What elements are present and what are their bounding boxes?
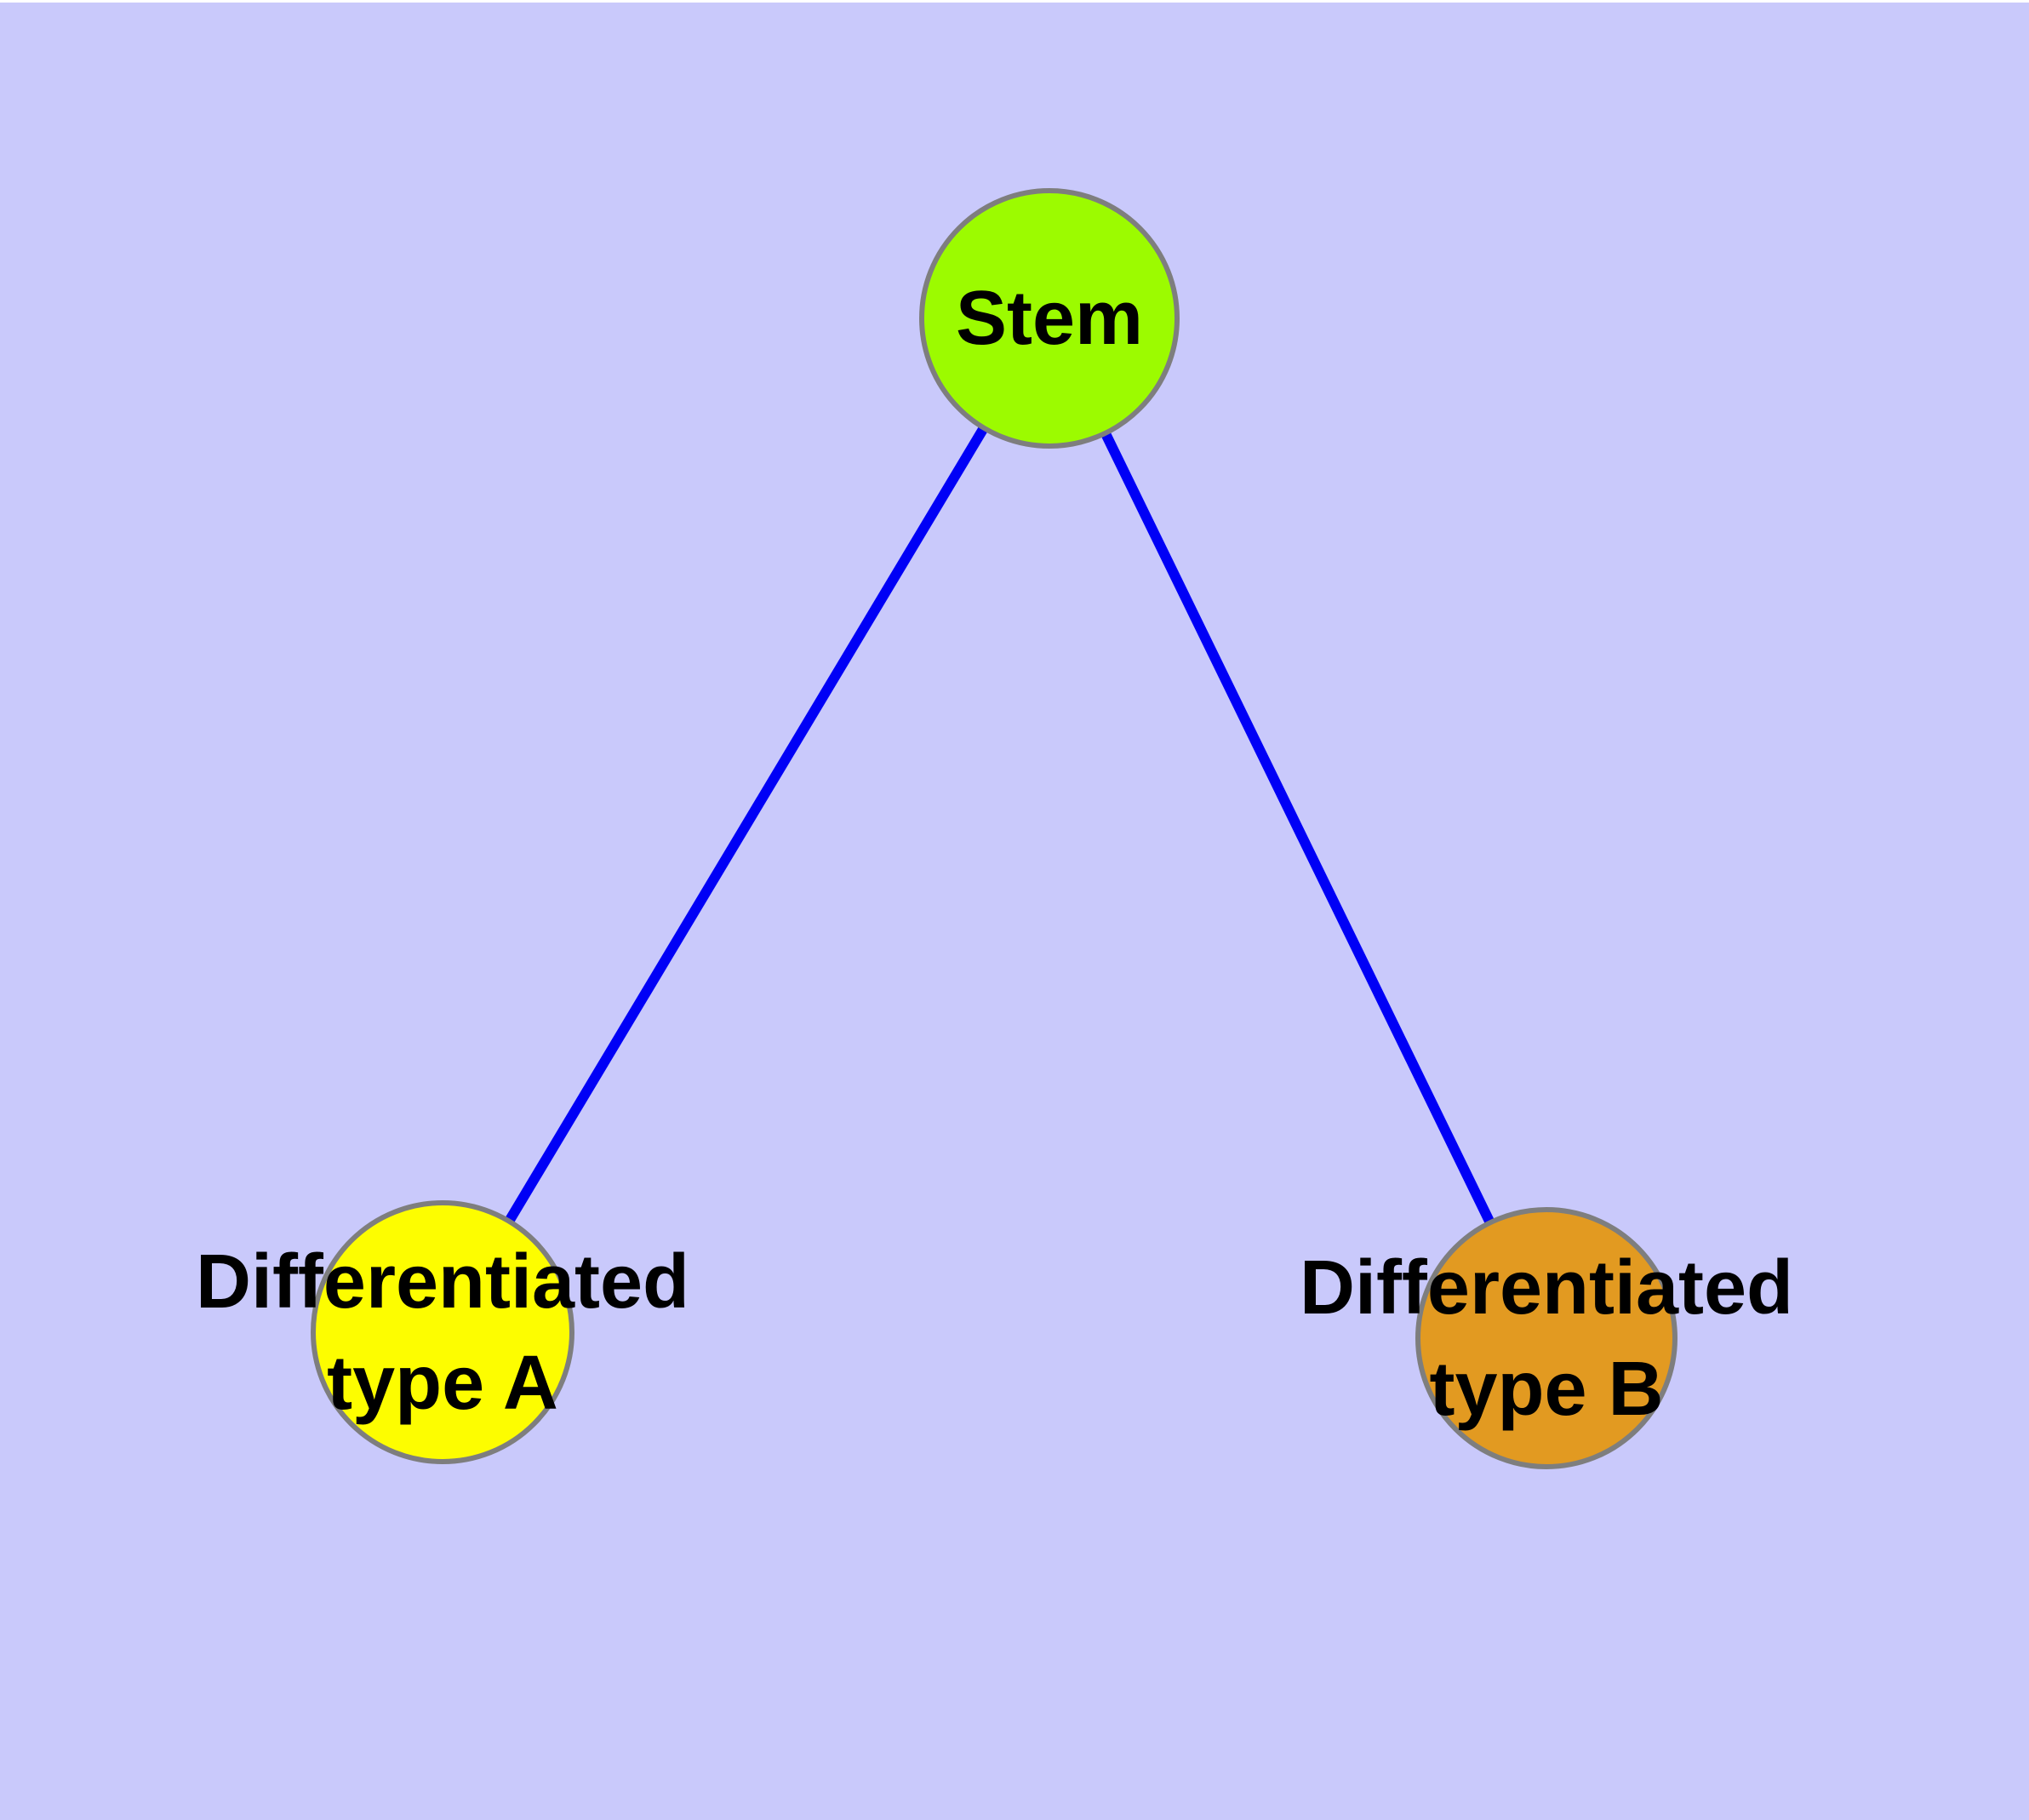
stem-node-label: Stem <box>956 276 1143 361</box>
edge-stem-to-type-a <box>437 315 1055 1336</box>
differentiated-type-b-node <box>1415 1207 1677 1469</box>
differentiated-type-a-label-line1: Differentiated <box>196 1239 689 1325</box>
stem-node <box>919 188 1180 449</box>
edge-stem-to-type-b <box>1044 316 1552 1341</box>
differentiated-type-a-label-line2: type A <box>327 1341 558 1426</box>
differentiated-type-a-node <box>311 1200 574 1464</box>
differentiated-type-b-label-line1: Differentiated <box>1300 1245 1793 1331</box>
differentiated-type-b-label-line2: type B <box>1429 1347 1663 1432</box>
